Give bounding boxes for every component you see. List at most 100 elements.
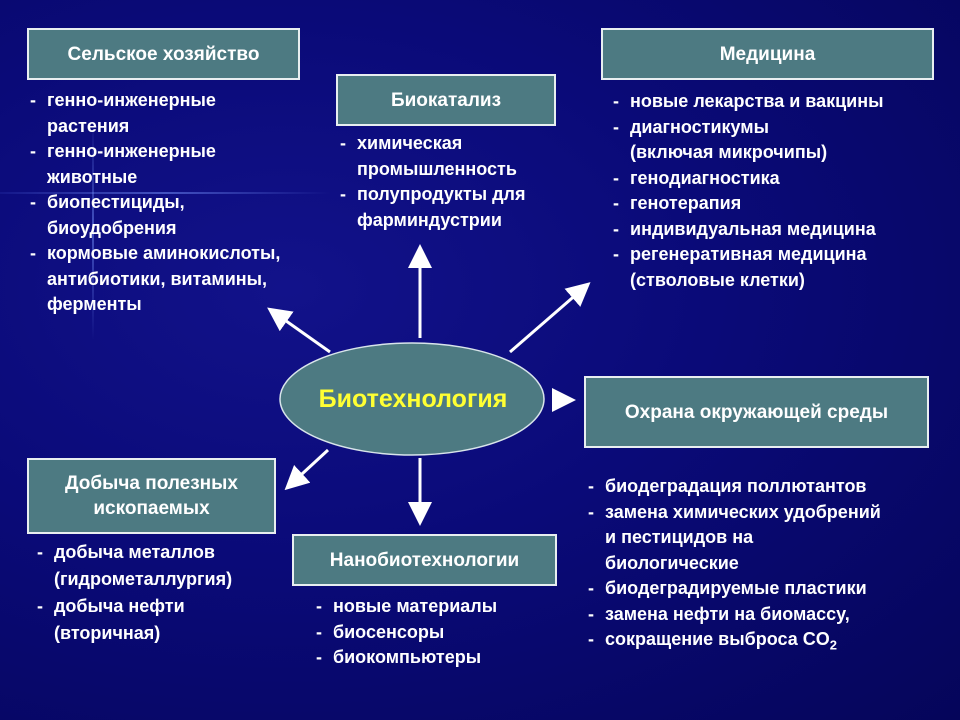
bullet-dash: - [30,243,36,263]
nano-box: Нанобиотехнологии [292,534,557,586]
list-item-text: диагностикумы [630,116,769,137]
list-item-text: биодеградируемые пластики [605,578,867,598]
bullet-dash: - [588,476,594,496]
list-item: растения [30,114,280,140]
list-item-text: промышленность [357,158,517,179]
list-item: - биодеградируемые пластики [588,576,881,602]
list-item: - добыча металлов [37,539,232,566]
list-item: ферменты [30,292,280,318]
list-item: - генно-инженерные [30,139,280,165]
center-label: Биотехнология [318,384,508,413]
list-item-text: растения [47,115,130,136]
list-item-text: химическая [357,133,463,153]
list-item-text: (стволовые клетки) [630,269,805,290]
list-item-text: генодиагностика [630,167,780,188]
list-item-text: генно-инженерные [47,141,216,161]
decorative-glow-line [92,120,94,340]
bullet-dash: - [613,116,619,137]
list-item-text: фарминдустрии [357,209,502,230]
list-item: - диагностикумы [613,115,884,141]
arrow-to-agriculture [267,307,331,354]
list-item-text: полупродукты для [357,184,526,204]
bullet-dash: - [588,603,594,624]
list-item-text: биопестициды, [47,192,185,212]
list-item: фарминдустрии [340,208,525,234]
list-item-text: сокращение выброса CO [605,629,830,649]
list-item: - сокращение выброса CO2 [588,627,881,658]
list-item-text: (включая микрочипы) [630,142,828,162]
arrow-to-mining [284,448,330,491]
bullet-dash: - [613,193,619,213]
list-item: - кормовые аминокислоты, [30,241,280,267]
list-item: - новые материалы [316,594,497,620]
medicine-box: Медицина [601,28,934,80]
list-item: антибиотики, витамины, [30,267,280,293]
list-item-text: (вторичная) [54,623,161,643]
bullet-dash: - [30,141,36,161]
list-item: - регенеративная медицина [613,242,884,268]
list-item-text: добыча нефти [54,596,185,616]
bullet-dash: - [613,167,619,188]
mining-box: Добыча полезных ископаемых [27,458,276,534]
environment-box: Охрана окружающей среды [584,376,929,448]
list-item-text: замена химических удобрений [605,501,881,522]
list-item-text: замена нефти на биомассу, [605,603,850,624]
list-item: и пестицидов на [588,525,881,551]
list-item: животные [30,165,280,191]
list-item-text: биологические [605,552,739,573]
bullet-dash: - [37,542,43,562]
list-item-text: биосенсоры [333,621,445,642]
mining-list: - добыча металлов(гидрометаллургия)- доб… [37,539,232,647]
list-item: биоудобрения [30,216,280,242]
agriculture-box: Сельское хозяйство [27,28,300,80]
bullet-dash: - [613,244,619,264]
subscript: 2 [829,637,837,653]
bullet-dash: - [316,647,322,667]
list-item: - генодиагностика [613,166,884,192]
list-item-text: новые лекарства и вакцины [630,91,884,111]
list-item: (стволовые клетки) [613,268,884,294]
bullet-dash: - [316,596,322,616]
list-item-text: биокомпьютеры [333,647,482,667]
list-item: биологические [588,551,881,577]
nano-list: - новые материалы- биосенсоры- биокомпью… [316,594,497,671]
list-item-text: регенеративная медицина [630,244,867,264]
list-item-text: животные [47,166,138,187]
list-item-text: ферменты [47,294,142,314]
list-item-text: кормовые аминокислоты, [47,243,281,263]
list-item: - генно-инженерные [30,88,280,114]
list-item-text: (гидрометаллургия) [54,569,233,589]
list-item: - биосенсоры [316,620,497,646]
list-item: - генотерапия [613,191,884,217]
list-item: - биопестициды, [30,190,280,216]
bullet-dash: - [613,218,619,239]
bullet-dash: - [340,133,346,153]
list-item: (гидрометаллургия) [37,566,232,593]
bullet-dash: - [30,90,36,110]
list-item-text: и пестицидов на [605,527,754,547]
list-item-text: биодеградация поллютантов [605,476,867,496]
list-item: - замена нефти на биомассу, [588,602,881,628]
bullet-dash: - [30,192,36,212]
bullet-dash: - [37,596,43,616]
list-item: - биодеградация поллютантов [588,474,881,500]
list-item: - полупродукты для [340,182,525,208]
decorative-glow-line [0,192,330,194]
list-item: - добыча нефти [37,593,232,620]
list-item-text: добыча металлов [54,542,215,562]
medicine-list: - новые лекарства и вакцины- диагностику… [613,89,884,293]
bullet-dash: - [316,621,322,642]
list-item: (включая микрочипы) [613,140,884,166]
center-ellipse [279,342,545,456]
arrow-to-medicine [509,282,591,354]
bullet-dash: - [588,629,594,649]
biocatalysis-box: Биокатализ [336,74,556,126]
list-item: промышленность [340,157,525,183]
list-item-text: антибиотики, витамины, [47,268,268,289]
list-item-text: новые материалы [333,596,498,616]
biocatalysis-list: - химическая промышленность - полупродукты… [340,131,525,233]
list-item: - биокомпьютеры [316,645,497,671]
bullet-dash: - [588,578,594,598]
